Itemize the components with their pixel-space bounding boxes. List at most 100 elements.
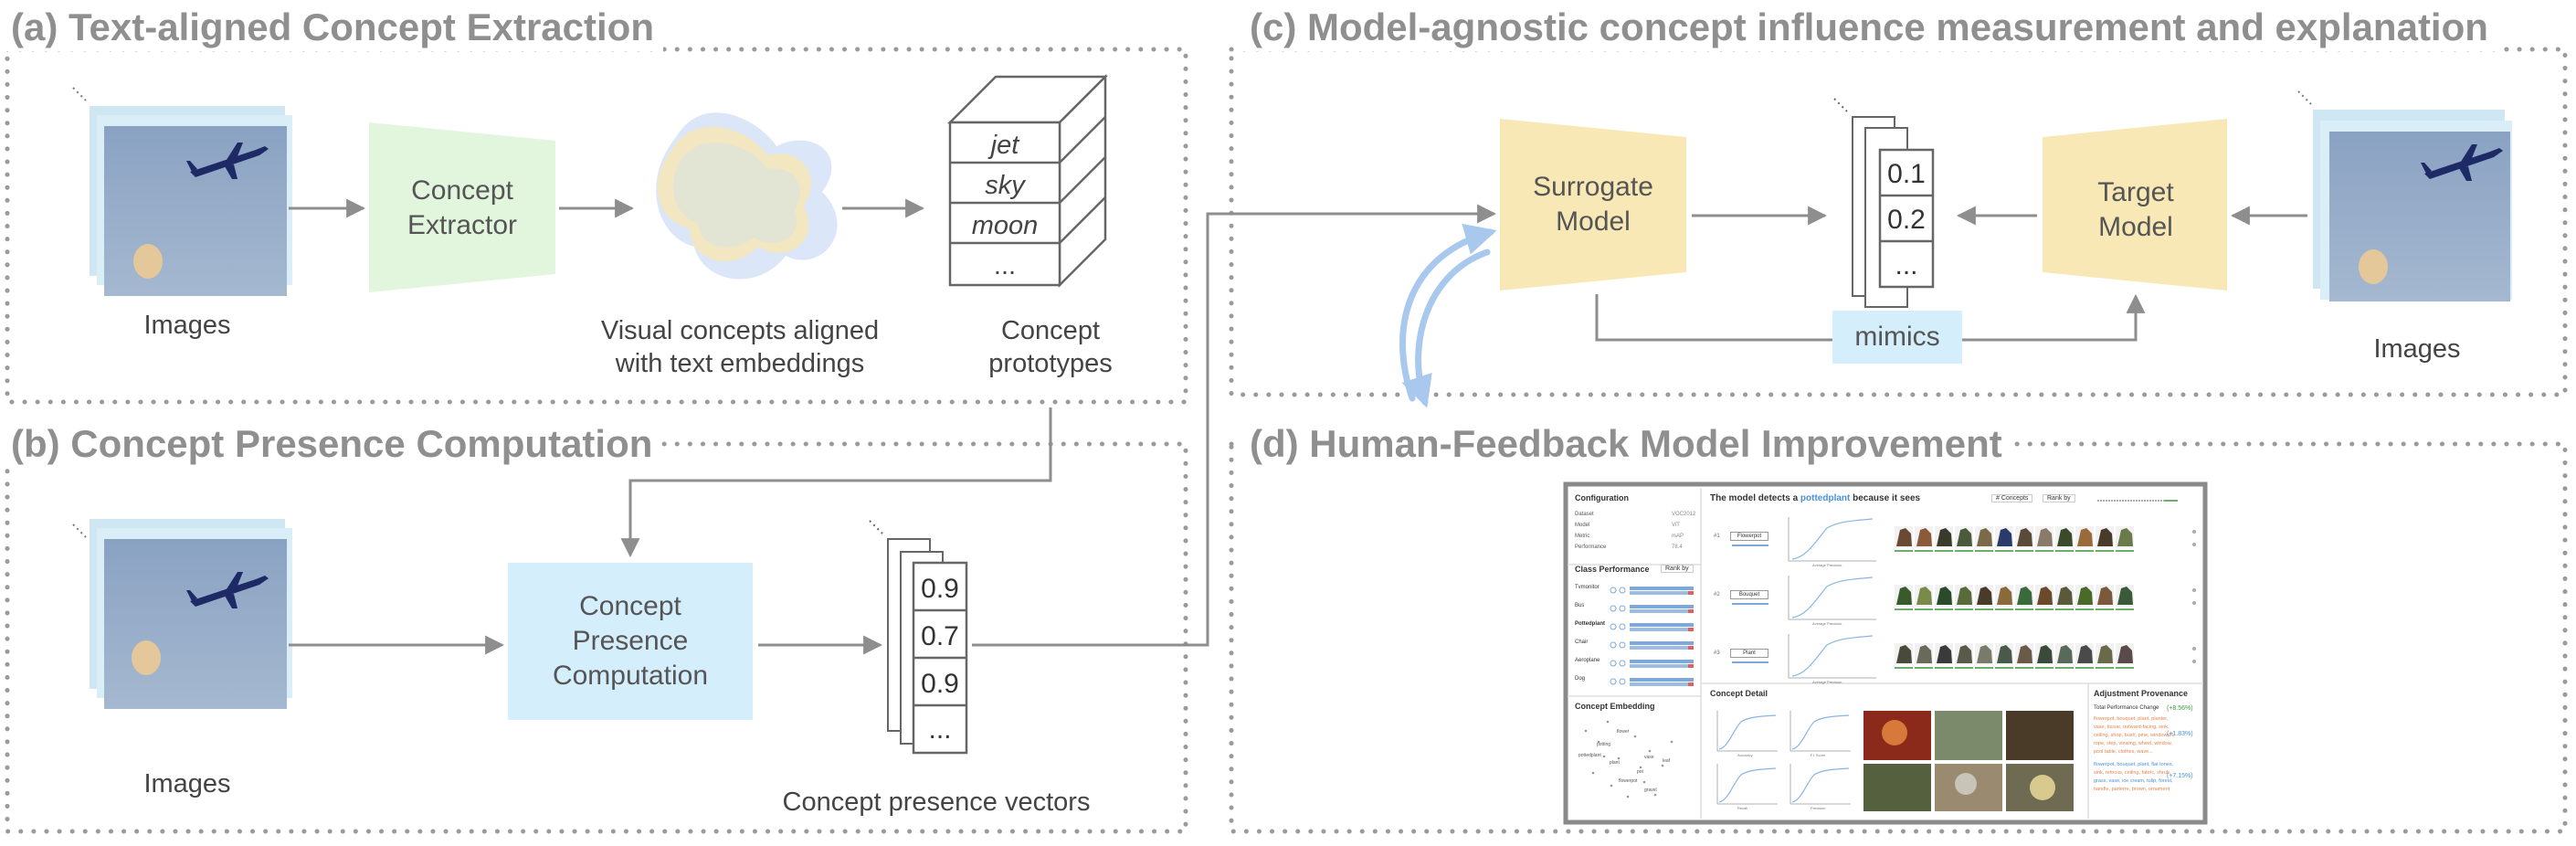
class-toggle-b-0[interactable]	[1619, 587, 1626, 594]
thumb-bar-1-5	[1995, 608, 2013, 610]
prototype-0: jet	[987, 131, 1021, 160]
thumb-bar-1-2	[1935, 608, 1953, 610]
thumb-bar-2-0	[1895, 667, 1913, 669]
airplane-icon-c	[2421, 144, 2503, 181]
class-label-5: Dog	[1575, 676, 1586, 682]
thumb-1-8[interactable]	[2057, 587, 2073, 605]
thumb-2-9[interactable]	[2077, 645, 2093, 663]
thumb-1-1[interactable]	[1916, 587, 1932, 605]
concept-thumbnails	[1895, 500, 2196, 669]
thumb-0-8[interactable]	[2057, 528, 2073, 546]
prov-line3-3: handle, parterre, brown, ornament	[2094, 787, 2170, 792]
thumb-1-5[interactable]	[1997, 587, 2012, 605]
class-toggle-2[interactable]	[1610, 623, 1617, 630]
thumb-0-9[interactable]	[2077, 528, 2093, 546]
thumb-1-6[interactable]	[2017, 587, 2032, 605]
thumb-1-4[interactable]	[1977, 587, 1992, 605]
thumb-2-6[interactable]	[2017, 645, 2032, 663]
concept-btn-2[interactable]: Plant	[1730, 649, 1768, 658]
prov-line2-0: rope, step, viewing, wheel, window,	[2094, 741, 2172, 746]
thumb-bar-2-1	[1915, 667, 1933, 669]
presence-vector-stack	[869, 520, 968, 755]
class-toggle-4[interactable]	[1610, 660, 1617, 667]
thumb-2-4[interactable]	[1977, 645, 1992, 663]
class-toggle-b-1[interactable]	[1619, 605, 1626, 612]
thumb-0-4[interactable]	[1977, 528, 1992, 546]
airplane-icon	[186, 143, 269, 179]
dashboard-screenshot	[1563, 481, 2208, 825]
thumb-0-1[interactable]	[1916, 528, 1932, 546]
mimics-label: mimics	[1854, 322, 1940, 352]
embedding-dot-1	[1597, 740, 1600, 744]
row-plot-axis-2: Average Precision	[1812, 680, 1842, 684]
concept-btn-0[interactable]: Flowerpot	[1730, 532, 1768, 541]
row-down-icon-0[interactable]	[2192, 543, 2196, 546]
concepts-control[interactable]: # Concepts	[1991, 494, 2033, 502]
thumb-2-1[interactable]	[1916, 645, 1932, 663]
thumb-bar-1-8	[2055, 608, 2074, 610]
thumb-2-7[interactable]	[2037, 645, 2053, 663]
thumb-1-3[interactable]	[1957, 587, 1972, 605]
thumb-bar-2-6	[2015, 667, 2033, 669]
concept-btn-bar-2	[1732, 661, 1768, 663]
prov-line1-0: flowerpot, bouquet, plant, planter,	[2094, 716, 2169, 722]
thumb-0-6[interactable]	[2017, 528, 2032, 546]
thumb-1-11[interactable]	[2117, 587, 2133, 605]
row-down-icon-1[interactable]	[2192, 601, 2196, 605]
thumb-0-2[interactable]	[1937, 528, 1952, 546]
embedding-word-5: leaf	[1663, 758, 1671, 764]
thumb-2-2[interactable]	[1937, 645, 1952, 663]
class-toggle-b-5[interactable]	[1619, 678, 1626, 685]
thumb-0-10[interactable]	[2097, 528, 2113, 546]
thumb-1-9[interactable]	[2077, 587, 2093, 605]
class-toggle-5[interactable]	[1610, 678, 1617, 685]
concept-presence-vectors-label: Concept presence vectors	[782, 788, 1091, 817]
row-down-icon-2[interactable]	[2192, 660, 2196, 663]
thumb-1-2[interactable]	[1937, 587, 1952, 605]
class-bar-0	[1630, 587, 1694, 590]
class-label-3: Chair	[1575, 640, 1589, 645]
thumb-0-0[interactable]	[1896, 528, 1912, 546]
thumb-1-0[interactable]	[1896, 587, 1912, 605]
embedding-word-7: flowerpot	[1619, 778, 1638, 784]
detail-axis-2: Recall	[1737, 806, 1748, 810]
class-toggle-0[interactable]	[1610, 587, 1617, 594]
class-bar2-0	[1630, 591, 1694, 595]
embedding-dot-8	[1610, 784, 1613, 788]
row-up-icon-2[interactable]	[2192, 647, 2196, 650]
concept-btn-bar-0	[1732, 545, 1768, 546]
thumb-bar-0-3	[1955, 550, 1973, 552]
thumb-0-7[interactable]	[2037, 528, 2053, 546]
class-toggle-3[interactable]	[1610, 641, 1617, 649]
thumb-1-10[interactable]	[2097, 587, 2113, 605]
class-toggle-b-3[interactable]	[1619, 641, 1626, 649]
thumb-2-5[interactable]	[1997, 645, 2012, 663]
class-toggle-b-2[interactable]	[1619, 623, 1626, 630]
concept-extractor-shape	[369, 122, 555, 292]
detail-curve-2	[1718, 767, 1777, 803]
surrogate-model-shape	[1500, 119, 1686, 291]
rank-by-select[interactable]: Rank by	[1661, 565, 1694, 573]
concept-extractor-label: Concept Extractor	[406, 175, 518, 240]
row-up-icon-0[interactable]	[2192, 530, 2196, 534]
thumb-2-3[interactable]	[1957, 645, 1972, 663]
thumb-1-7[interactable]	[2037, 587, 2053, 605]
thumb-2-11[interactable]	[2117, 645, 2133, 663]
prov-line3-0: flowerpot, bouquet, plant, flat tones,	[2094, 762, 2174, 767]
thumb-0-5[interactable]	[1997, 528, 2012, 546]
class-toggle-b-4[interactable]	[1619, 660, 1626, 667]
concept-btn-1[interactable]: Bouquet	[1730, 590, 1768, 599]
thumb-2-0[interactable]	[1896, 645, 1912, 663]
thumb-0-3[interactable]	[1957, 528, 1972, 546]
thumb-0-11[interactable]	[2117, 528, 2133, 546]
panel-d-title: (d) Human-Feedback Model Improvement	[1240, 420, 2011, 468]
arrow-vectors-to-surrogate	[972, 204, 1497, 647]
class-bar2-4	[1630, 664, 1694, 668]
class-toggle-1[interactable]	[1610, 605, 1617, 612]
thumb-2-10[interactable]	[2097, 645, 2113, 663]
thumb-2-8[interactable]	[2057, 645, 2073, 663]
thumb-bar-0-4	[1975, 550, 1993, 552]
rank-control[interactable]: Rank by	[2043, 494, 2075, 502]
row-up-icon-1[interactable]	[2192, 588, 2196, 592]
